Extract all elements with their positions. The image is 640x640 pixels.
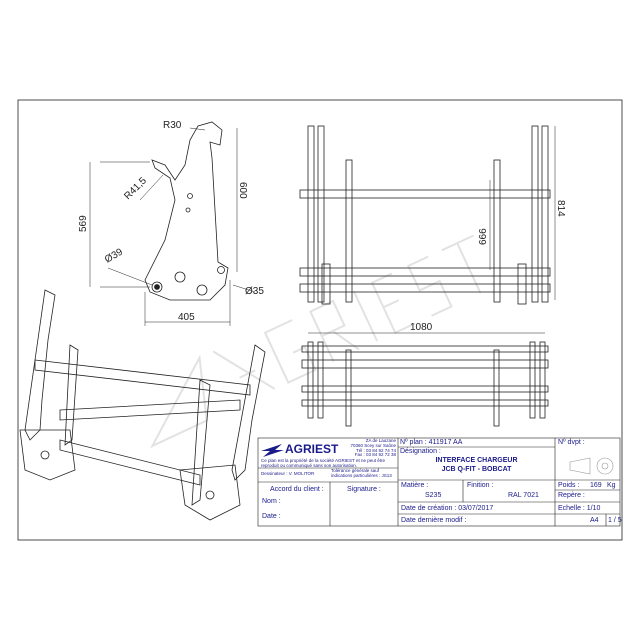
last-modified-date: Date dernière modif : [401, 517, 467, 524]
address-line: Fax : 03 84 92 72 38 [354, 452, 396, 458]
client-agreement-label: Accord du client : [270, 486, 324, 493]
tolerance: Tolérance générale sauf indications part… [331, 468, 392, 478]
dim-1080: 1080 [410, 322, 433, 333]
client-name-label: Nom : [262, 498, 281, 505]
weight-unit: Kg [607, 482, 616, 489]
client-date-label: Date : [262, 513, 281, 520]
property-notice: Ce plan est la propriété de la société A… [261, 458, 385, 468]
designation-line-2: JCB Q-FIT - BOBCAT [441, 466, 512, 473]
material-value: S235 [425, 492, 442, 499]
designation-line-1: INTERFACE CHARGEUR [435, 457, 518, 464]
creation-date: Date de création : 03/07/2017 [401, 505, 494, 512]
finish-value: RAL 7021 [508, 492, 539, 499]
designer: Dessinateur : V. MOLITOR [261, 471, 315, 476]
drawing-border [17, 99, 623, 541]
sheet-number: 1 / 5 [608, 517, 622, 524]
dim-r41: R41,5 [122, 175, 149, 202]
weight-label: Poids : [558, 482, 580, 489]
agriest-logo-icon [261, 444, 284, 457]
side-view [89, 121, 256, 326]
watermark-logo-icon [150, 234, 482, 449]
material-label: Matière : [401, 482, 429, 489]
rear-view [299, 125, 556, 305]
title-block [257, 437, 621, 527]
dim-814: 814 [555, 200, 566, 217]
dim-569: 569 [78, 215, 89, 232]
weight-value: 169 [590, 482, 602, 489]
designation-label: Désignation : [400, 448, 441, 455]
mark-label: Repère : [558, 492, 585, 499]
dim-d35: Ø35 [245, 286, 264, 297]
company-address: ZA de Lauzane 70360 Scey sur Saône Tél :… [348, 438, 396, 458]
company-logo-text: AGRIEST [285, 442, 339, 456]
address-line: Tél : 03 84 92 74 74 [355, 447, 396, 453]
dim-600: 600 [237, 182, 248, 199]
scale: Echelle : 1/10 [558, 505, 601, 512]
isometric-view [19, 289, 266, 521]
dim-666: 666 [478, 228, 489, 245]
dvpt-number-label: Nº dvpt : [558, 439, 585, 446]
paper-format: A4 [590, 517, 599, 524]
address-line: 70360 Scey sur Saône [350, 442, 396, 448]
dim-r30: R30 [163, 120, 182, 131]
dim-405: 405 [178, 312, 195, 323]
plan-number: Nº plan : 411917 AA [400, 439, 463, 446]
dim-d39: Ø39 [103, 246, 125, 265]
signature-label: Signature : [347, 486, 381, 493]
top-view [301, 332, 549, 427]
finish-label: Finition : [467, 482, 494, 489]
address-line: ZA de Lauzane [365, 438, 396, 443]
